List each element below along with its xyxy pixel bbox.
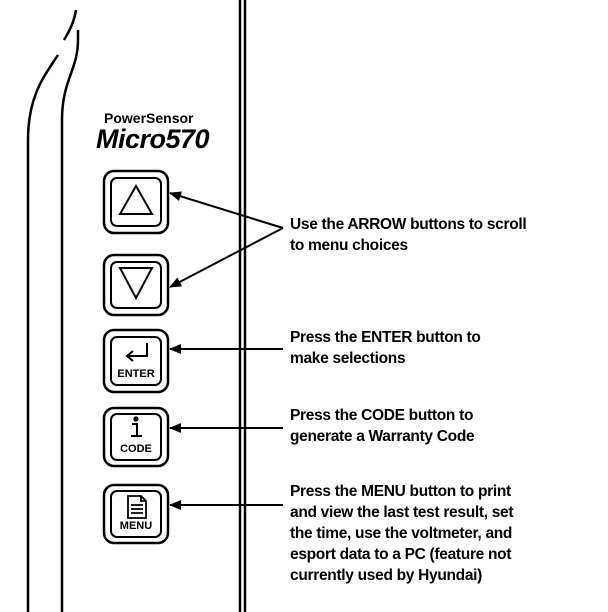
menu-button[interactable] <box>102 483 170 545</box>
callout-line: to menu choices <box>290 237 408 254</box>
code-button-label: CODE <box>120 443 152 455</box>
callout-line: esport data to a PC (feature not <box>290 546 512 563</box>
document-icon <box>127 495 147 519</box>
info-i-icon <box>131 416 142 437</box>
callout-line: Press the CODE button to <box>290 407 474 424</box>
callout-line: Press the ENTER button to <box>290 329 481 346</box>
callout-arrow-buttons: Use the ARROW buttons to scroll to menu … <box>290 214 527 256</box>
model-name: Micro570 <box>96 124 210 154</box>
callout-line: make selections <box>290 350 406 367</box>
up-triangle-icon <box>118 183 154 215</box>
callout-code-button: Press the CODE button to generate a Warr… <box>290 405 475 447</box>
down-triangle-icon <box>118 267 154 301</box>
up-arrow-button[interactable] <box>102 169 170 235</box>
callout-menu-button: Press the MENU button to print and view … <box>290 481 514 586</box>
down-arrow-button[interactable] <box>102 253 170 317</box>
callout-line: and view the last test result, set <box>290 504 514 521</box>
callout-line: the time, use the voltmeter, and <box>290 525 513 542</box>
callout-arrows <box>169 191 284 510</box>
callout-line: generate a Warranty Code <box>290 428 475 445</box>
callout-line: Use the ARROW buttons to scroll <box>290 216 527 233</box>
enter-arrow-icon <box>125 343 148 362</box>
brand-line: PowerSensor <box>104 110 194 126</box>
enter-button[interactable] <box>102 328 170 394</box>
arrow-to-down-button <box>169 227 284 288</box>
callout-enter-button: Press the ENTER button to make selection… <box>290 327 481 369</box>
menu-button-label: MENU <box>119 520 153 532</box>
callout-line: currently used by Hyundai) <box>290 567 483 584</box>
arrow-to-up-button <box>169 191 284 229</box>
callout-line: Press the MENU button to print <box>290 483 511 500</box>
code-button[interactable] <box>102 406 170 468</box>
enter-button-label: ENTER <box>117 368 155 380</box>
device-body-outline <box>26 0 247 612</box>
